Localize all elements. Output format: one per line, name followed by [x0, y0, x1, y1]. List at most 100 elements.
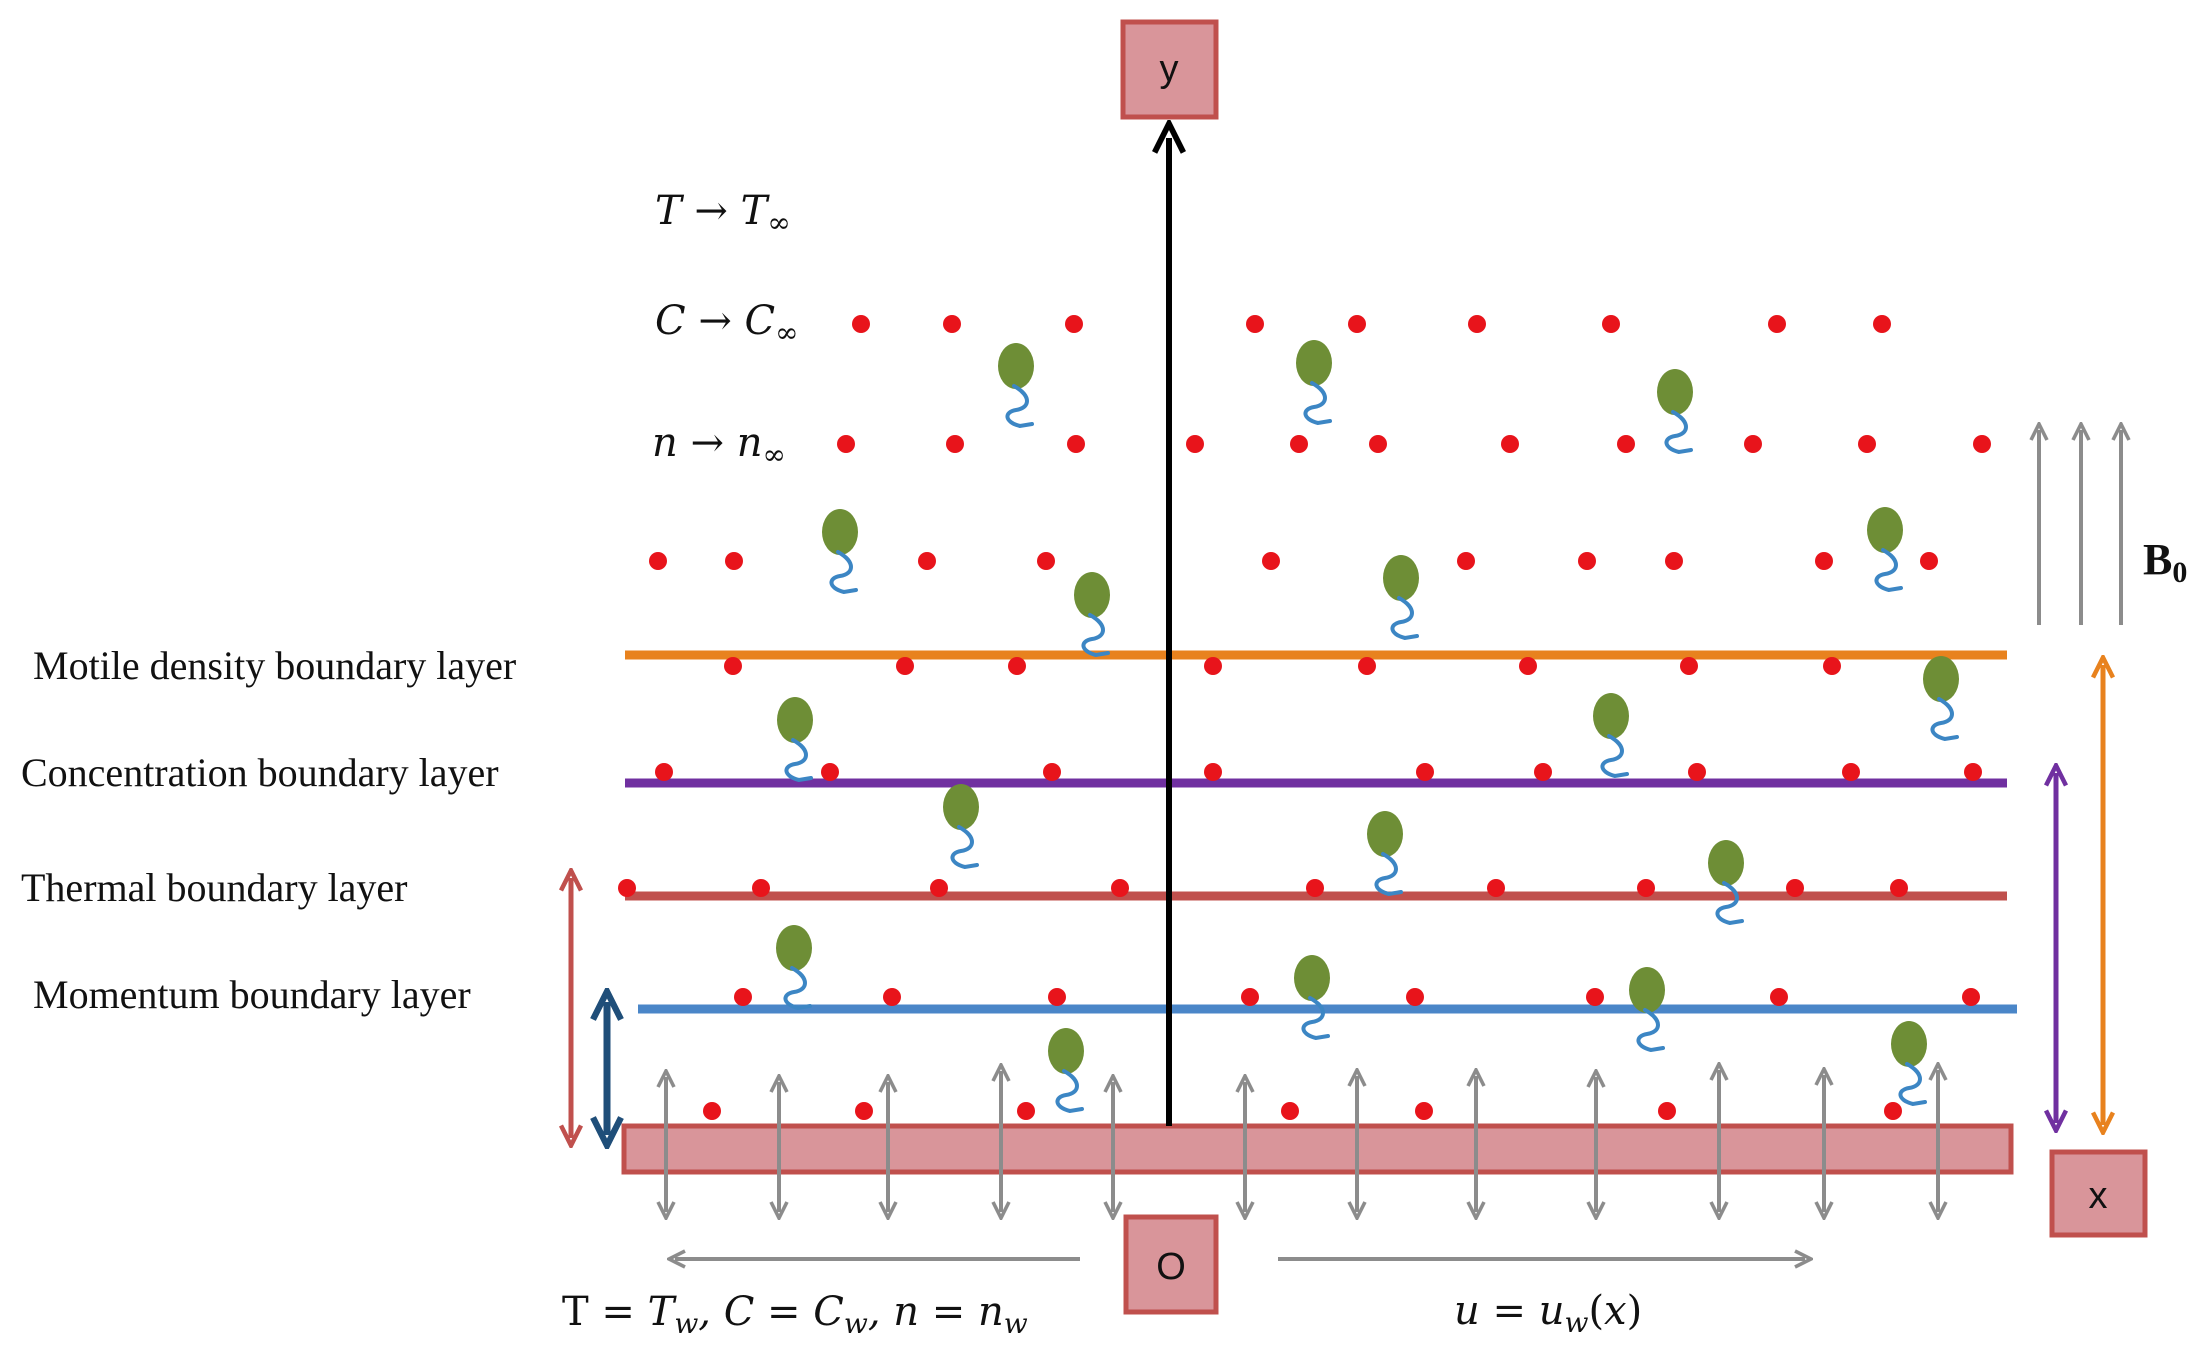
concentration-layer-label: Concentration boundary layer [21, 750, 499, 795]
nanoparticle-dot [855, 1102, 873, 1120]
nanoparticle-dot [1416, 763, 1434, 781]
far-field-concentration: C → C∞ [655, 298, 798, 349]
nanoparticle-dot [1637, 879, 1655, 897]
nanoparticle-dot [883, 988, 901, 1006]
far-field-temperature: T → T∞ [655, 188, 791, 239]
microorganism-icon [777, 697, 813, 783]
nanoparticle-dot [1962, 988, 1980, 1006]
nanoparticle-dot [1186, 435, 1204, 453]
nanoparticle-dot [1890, 879, 1908, 897]
microorganism-icon [1657, 369, 1693, 455]
nanoparticle-dot [1688, 763, 1706, 781]
nanoparticle-dot [1680, 657, 1698, 675]
microorganism-icon [943, 784, 979, 870]
nanoparticle-dot [1008, 657, 1026, 675]
plate-double-arrows [666, 1070, 1938, 1212]
nanoparticle-dot [1658, 1102, 1676, 1120]
microorganism-icon [1923, 656, 1959, 742]
nanoparticle-dot [618, 879, 636, 897]
nanoparticle-dot [1017, 1102, 1035, 1120]
microorganism-icon [1383, 555, 1419, 641]
nanoparticle-dot [1617, 435, 1635, 453]
nanoparticle-dot [1858, 435, 1876, 453]
nanoparticle-dot [1786, 879, 1804, 897]
microorganism-group [776, 340, 1959, 1114]
nanoparticle-dot [1246, 315, 1264, 333]
nanoparticle-dot [1241, 988, 1259, 1006]
nanoparticle-dot [1964, 763, 1982, 781]
nanoparticle-dot [1578, 552, 1596, 570]
nanoparticle-dot [1048, 988, 1066, 1006]
microorganism-icon [1048, 1028, 1084, 1114]
nanoparticle-dot [852, 315, 870, 333]
nanoparticle-dot [1457, 552, 1475, 570]
nanoparticle-dot [1281, 1102, 1299, 1120]
nanoparticle-dot [1037, 552, 1055, 570]
wall-velocity: u = uw(x) [1454, 1288, 1642, 1339]
nanoparticle-dot [1468, 315, 1486, 333]
nanoparticle-dot [1415, 1102, 1433, 1120]
microorganism-icon [1867, 507, 1903, 593]
nanoparticle-dot [1534, 763, 1552, 781]
nanoparticle-dot [703, 1102, 721, 1120]
nanoparticle-dot [655, 763, 673, 781]
microorganism-icon [1629, 967, 1665, 1053]
nanoparticle-dot [1920, 552, 1938, 570]
wall-condition: T = Tw, C = Cw, n = nw [562, 1289, 1028, 1340]
nanoparticle-dot [1586, 988, 1604, 1006]
nanoparticle-dot [1065, 315, 1083, 333]
magnetic-field-label: B0 [2143, 535, 2187, 589]
microorganism-icon [1708, 840, 1744, 926]
nanoparticle-dot [821, 763, 839, 781]
nanoparticle-dot [946, 435, 964, 453]
far-field-microorganisms: n → n∞ [652, 420, 786, 471]
microorganism-icon [998, 343, 1034, 429]
nanoparticle-dot [1519, 657, 1537, 675]
nanoparticle-dot [1602, 315, 1620, 333]
microorganism-icon [1296, 340, 1332, 426]
nanoparticle-dot [1768, 315, 1786, 333]
nanoparticle-dot [649, 552, 667, 570]
nanoparticle-dot [1358, 657, 1376, 675]
stretching-plate [621, 1123, 2014, 1175]
microorganism-icon [1593, 693, 1629, 779]
nanoparticle-dot [943, 315, 961, 333]
nanoparticle-dot [1823, 657, 1841, 675]
y-axis-label: y [1160, 48, 1179, 90]
nanoparticle-dot [1204, 657, 1222, 675]
nanoparticle-dot [896, 657, 914, 675]
nanoparticle-dot [1290, 435, 1308, 453]
nanoparticle-dot [918, 552, 936, 570]
nanoparticle-group [618, 315, 1991, 1120]
nanoparticle-dot [1873, 315, 1891, 333]
origin-box: O [1123, 1214, 1219, 1315]
origin-label: O [1156, 1246, 1186, 1288]
nanoparticle-dot [1262, 552, 1280, 570]
x-axis-box: x [2049, 1149, 2148, 1238]
nanoparticle-dot [1204, 763, 1222, 781]
nanoparticle-dot [1348, 315, 1366, 333]
nanoparticle-dot [1842, 763, 1860, 781]
nanoparticle-dot [1369, 435, 1387, 453]
nanoparticle-dot [734, 988, 752, 1006]
nanoparticle-dot [1770, 988, 1788, 1006]
nanoparticle-dot [1973, 435, 1991, 453]
nanoparticle-dot [1306, 879, 1324, 897]
microorganism-icon [822, 509, 858, 595]
thermal-layer-label: Thermal boundary layer [21, 865, 408, 910]
nanoparticle-dot [1067, 435, 1085, 453]
nanoparticle-dot [1744, 435, 1762, 453]
nanoparticle-dot [1501, 435, 1519, 453]
nanoparticle-dot [930, 879, 948, 897]
motile-layer-label: Motile density boundary layer [33, 643, 516, 688]
microorganism-icon [1367, 811, 1403, 897]
microorganism-icon [1074, 572, 1110, 658]
nanoparticle-dot [1815, 552, 1833, 570]
microorganism-icon [1891, 1021, 1927, 1107]
microorganism-icon [1294, 955, 1330, 1041]
nanoparticle-dot [1043, 763, 1061, 781]
nanoparticle-dot [725, 552, 743, 570]
nanoparticle-dot [1665, 552, 1683, 570]
